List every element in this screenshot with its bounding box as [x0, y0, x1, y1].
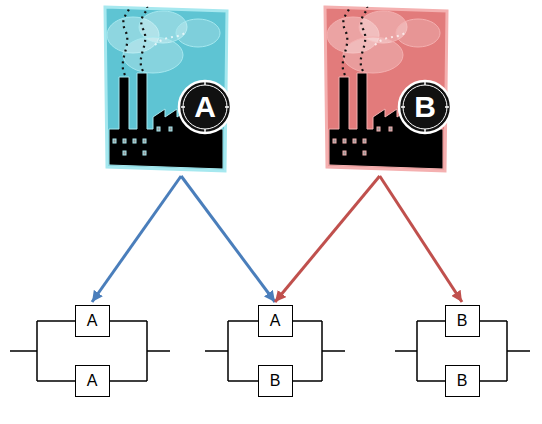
component-label: B [270, 371, 281, 391]
factory-node: B [323, 5, 449, 173]
factory-node: A [103, 5, 229, 173]
supply-arrow [380, 176, 462, 302]
component-box: B [445, 365, 480, 397]
component-box: B [445, 305, 480, 337]
component-label: A [87, 311, 98, 331]
component-box: A [75, 365, 110, 397]
supply-arrow [92, 176, 181, 302]
factory-letter: A [185, 87, 225, 127]
component-box: B [258, 365, 293, 397]
component-label: B [457, 371, 468, 391]
factory-letter: B [405, 87, 445, 127]
component-box: A [75, 305, 110, 337]
factory-poster [105, 7, 231, 171]
supply-arrow [275, 176, 380, 302]
component-box: A [258, 305, 293, 337]
component-label: A [87, 371, 98, 391]
component-label: A [270, 311, 281, 331]
factory-poster [325, 7, 451, 171]
component-label: B [457, 311, 468, 331]
supply-arrow [181, 176, 275, 302]
